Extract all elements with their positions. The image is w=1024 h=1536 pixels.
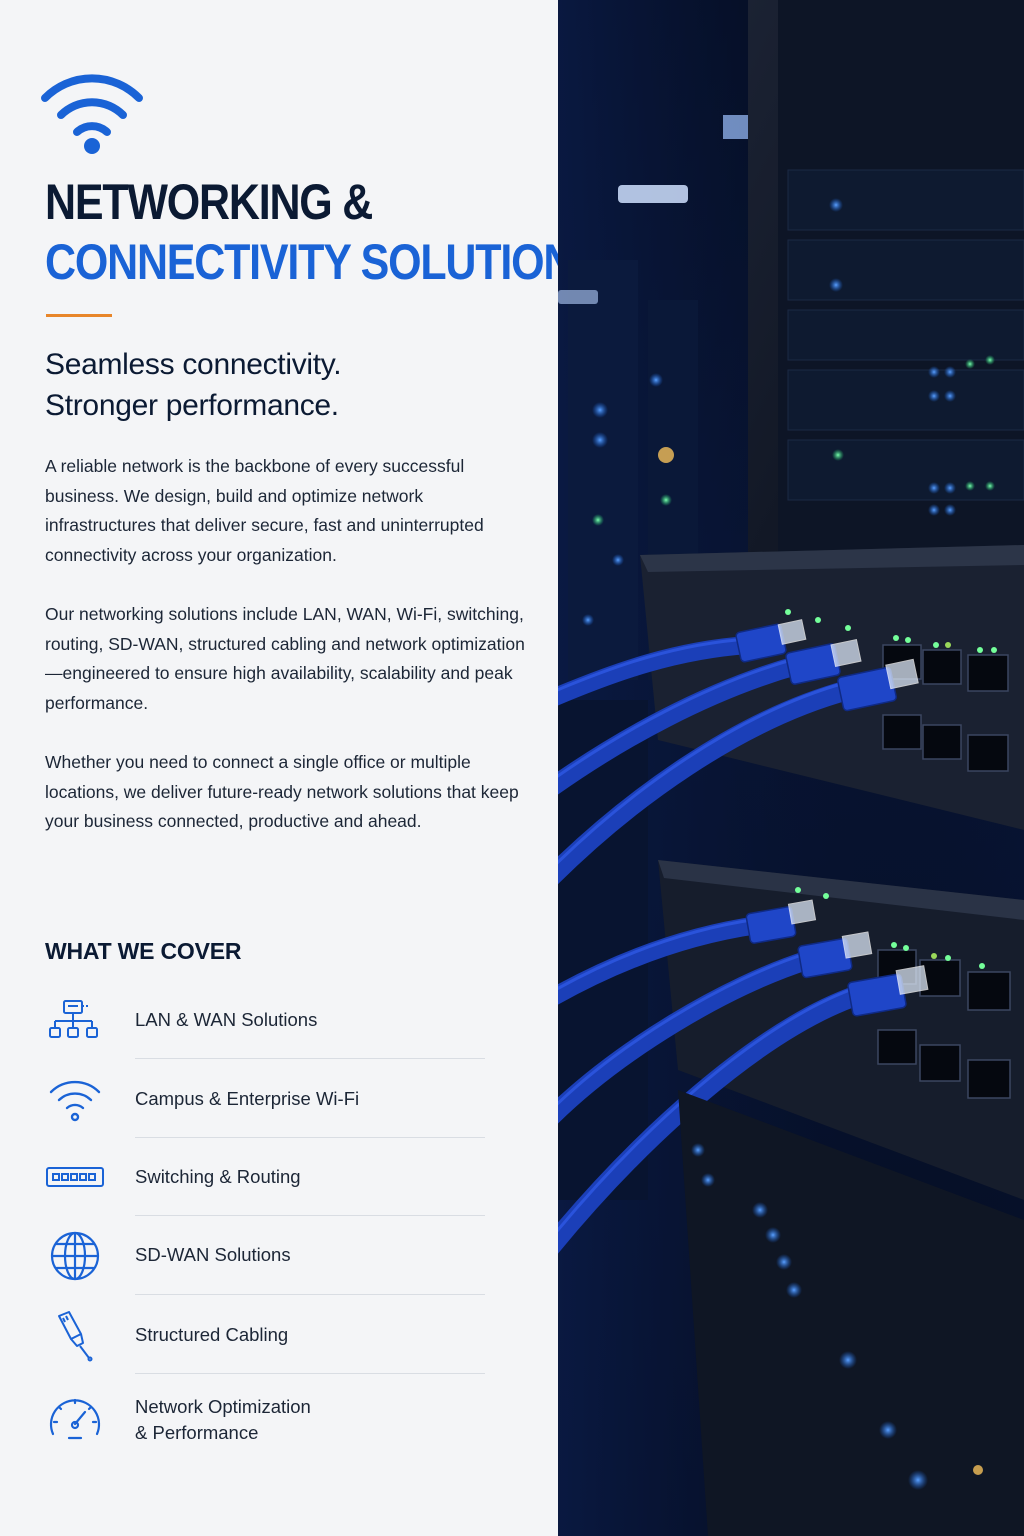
title-line-2: CONNECTIVITY SOLUTIONS: [45, 234, 602, 290]
item-divider: [135, 1058, 485, 1059]
coverage-item-label: Switching & Routing: [135, 1166, 301, 1187]
server-rack-photo: [558, 0, 1024, 1536]
item-divider: [135, 1215, 485, 1216]
server-rack-illustration: [558, 0, 1024, 1536]
speedometer-icon: [49, 1398, 101, 1440]
intro-paragraph-2: Our networking solutions include LAN, WA…: [45, 604, 525, 714]
item-divider: [135, 1373, 485, 1374]
title-line-1: NETWORKING &: [45, 174, 373, 230]
coverage-item-label: Campus & Enterprise Wi-Fi: [135, 1088, 360, 1109]
coverage-item-optimization: Network Optimization & Performance: [45, 1386, 485, 1450]
coverage-item-lan-wan: LAN & WAN Solutions: [45, 985, 485, 1063]
coverage-item-label: Network Optimization: [135, 1396, 311, 1417]
coverage-item-sdwan: SD-WAN Solutions: [45, 1220, 485, 1298]
page-title: NETWORKING & CONNECTIVITY SOLUTIONS: [45, 172, 602, 292]
coverage-item-label: SD-WAN Solutions: [135, 1244, 291, 1265]
switch-icon: [46, 1167, 104, 1187]
wifi-icon: [49, 1080, 101, 1122]
tagline-line-2: Stronger performance.: [45, 389, 339, 422]
coverage-item-label: Structured Cabling: [135, 1324, 289, 1345]
accent-divider: [46, 314, 112, 317]
intro-paragraph-3: Whether you need to connect a single off…: [45, 752, 519, 832]
coverage-item-switching: Switching & Routing: [45, 1142, 485, 1220]
wifi-logo-icon: [41, 74, 143, 154]
item-divider: [135, 1137, 485, 1138]
item-divider: [135, 1294, 485, 1295]
tagline: Seamless connectivity. Stronger performa…: [45, 344, 342, 426]
globe-icon: [50, 1231, 100, 1281]
coverage-item-cabling: Structured Cabling: [45, 1300, 485, 1378]
ethernet-cable-icon: [58, 1311, 93, 1362]
intro-paragraph-1: A reliable network is the backbone of ev…: [45, 456, 484, 566]
coverage-heading: WHAT WE COVER: [45, 938, 242, 964]
coverage-item-wifi: Campus & Enterprise Wi-Fi: [45, 1064, 485, 1142]
network-topology-icon: [49, 1000, 98, 1038]
coverage-item-label: LAN & WAN Solutions: [135, 1009, 318, 1030]
coverage-item-label-line-2: & Performance: [135, 1422, 259, 1443]
content-panel: NETWORKING & CONNECTIVITY SOLUTIONS Seam…: [41, 74, 602, 1450]
tagline-line-1: Seamless connectivity.: [45, 348, 342, 381]
